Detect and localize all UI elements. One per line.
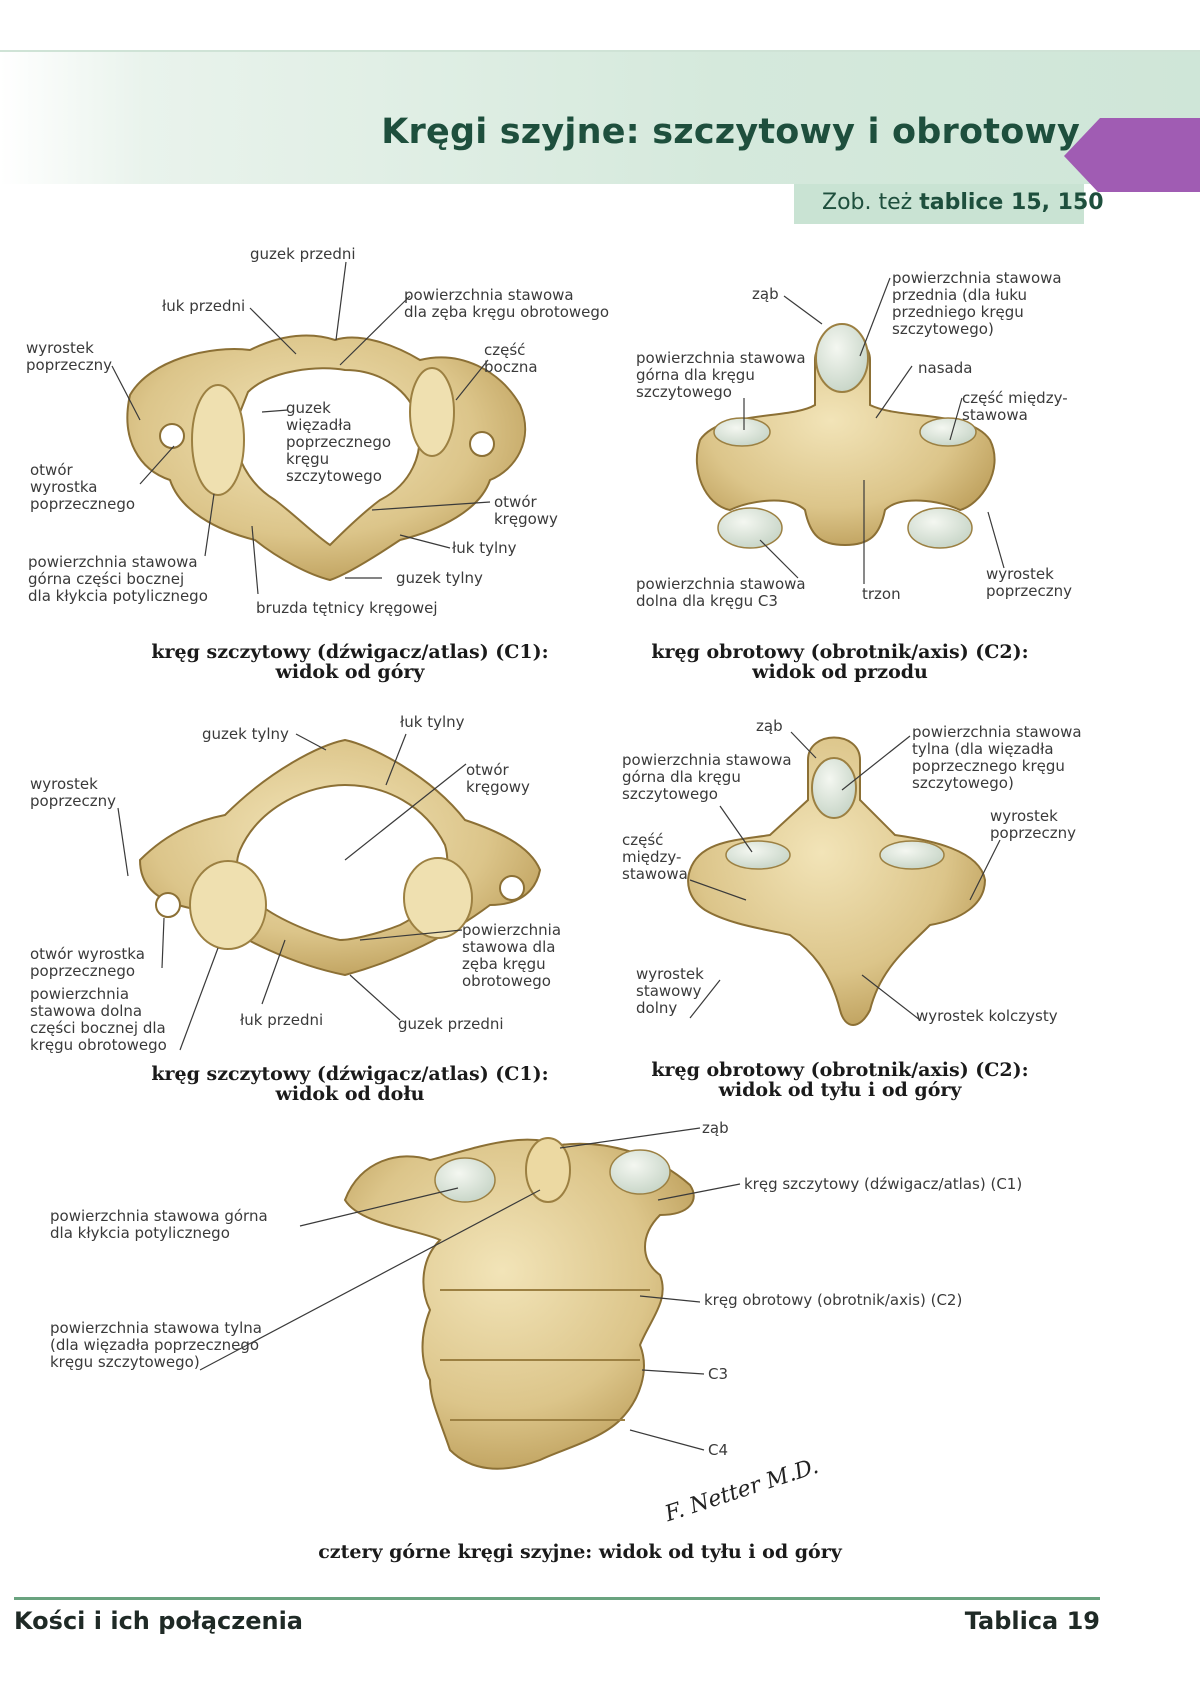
axis-front-label-nasada: nasada [918, 359, 973, 377]
axis-front-label-pow-dolna: powierzchnia stawowa dolna dla kręgu C3 [636, 575, 806, 610]
axis-front-figure [695, 323, 996, 549]
four-label-c2: kręg obrotowy (obrotnik/axis) (C2) [704, 1291, 963, 1309]
atlas-bottom-label-pow-zeba: powierzchnia stawowa dla zęba kręgu obro… [462, 921, 562, 990]
see-also-prefix: Zob. też [822, 190, 913, 215]
atlas-bottom-label-pow-dolna: powierzchnia stawowa dolna części boczne… [30, 985, 167, 1054]
four-label-c4: C4 [708, 1441, 729, 1459]
axis-front-label-trzon: trzon [862, 585, 901, 603]
atlas-top-caption: kręg szczytowy (dźwigacz/atlas) (C1): wi… [151, 641, 549, 683]
four-vertebrae-caption: cztery górne kręgi szyjne: widok od tyłu… [318, 1541, 842, 1563]
atlas-top-label-pow-gorna: powierzchnia stawowa górna części boczne… [28, 553, 208, 605]
atlas-top-label-luk-przedni: łuk przedni [162, 297, 246, 315]
header-band [0, 52, 1200, 184]
footer-section: Kości i ich połączenia [14, 1607, 303, 1635]
atlas-top-label-guzek-tylny: guzek tylny [396, 569, 483, 587]
see-also-ref[interactable]: tablice 15, 150 [919, 190, 1104, 215]
leader-lines [111, 261, 1005, 1451]
atlas-top-label-wyrostek-poprzeczny: wyrostek poprzeczny [26, 339, 112, 374]
atlas-bottom-label-luk-tylny: łuk tylny [400, 713, 465, 731]
axis-back-label-pow-tylna: powierzchnia stawowa tylna (dla więzadła… [912, 723, 1082, 792]
axis-back-caption: kręg obrotowy (obrotnik/axis) (C2): wido… [651, 1059, 1029, 1101]
header-top-line [0, 50, 1200, 53]
atlas-bottom-figure [138, 738, 542, 977]
see-also[interactable]: Zob. też tablice 15, 150 [822, 190, 1104, 215]
atlas-top-figure [126, 334, 527, 582]
four-label-pow-gorna: powierzchnia stawowa górna dla kłykcia p… [50, 1207, 268, 1242]
axis-front-label-zab: ząb [752, 285, 779, 303]
axis-back-label-kolczysty: wyrostek kolczysty [916, 1007, 1058, 1025]
four-label-zab: ząb [702, 1119, 729, 1137]
atlas-top-label-luk-tylny: łuk tylny [452, 539, 517, 557]
atlas-bottom-label-luk-przedni: łuk przedni [240, 1011, 324, 1029]
four-label-c1: kręg szczytowy (dźwigacz/atlas) (C1) [744, 1175, 1023, 1193]
four-vertebrae-figure [343, 1137, 695, 1470]
axis-back-label-wyrostek-poprzeczny: wyrostek poprzeczny [990, 807, 1076, 842]
atlas-top-label-guzek-przedni: guzek przedni [250, 245, 356, 263]
axis-back-label-pow-gorna: powierzchnia stawowa górna dla kręgu szc… [622, 751, 792, 803]
atlas-bottom-label-otwor-wyrostka: otwór wyrostka poprzecznego [30, 945, 145, 980]
purple-tab-decoration [1064, 118, 1200, 192]
atlas-bottom-label-wyrostek-poprzeczny: wyrostek poprzeczny [30, 775, 116, 810]
axis-front-label-pow-gorna: powierzchnia stawowa górna dla kręgu szc… [636, 349, 806, 401]
see-also-box [794, 184, 1084, 224]
atlas-top-label-guzek-wiezadla: guzek więzadła poprzecznego kręgu szczyt… [286, 399, 392, 485]
axis-front-label-wyrostek-poprzeczny: wyrostek poprzeczny [986, 565, 1072, 600]
footer-plate: Tablica 19 [964, 1607, 1100, 1635]
atlas-bottom-caption: kręg szczytowy (dźwigacz/atlas) (C1): wi… [151, 1063, 549, 1105]
four-label-pow-tylna: powierzchnia stawowa tylna (dla więzadła… [50, 1319, 262, 1371]
axis-back-label-wyrostek-stawowy: wyrostek stawowy dolny [636, 965, 704, 1017]
atlas-top-label-czesc-boczna: część boczna [484, 341, 538, 376]
atlas-top-label-bruzda: bruzda tętnicy kręgowej [256, 599, 438, 617]
atlas-top-label-pow-zeba: powierzchnia stawowa dla zęba kręgu obro… [404, 286, 610, 321]
axis-front-label-miedzystawowa: część między- stawowa [962, 389, 1068, 424]
axis-back-figure [687, 736, 987, 1026]
four-label-c3: C3 [708, 1365, 729, 1383]
footer-line [14, 1597, 1100, 1600]
axis-back-label-zab: ząb [756, 717, 783, 735]
atlas-bottom-label-otwor-kregowy: otwór kręgowy [466, 761, 530, 796]
axis-front-label-pow-przednia: powierzchnia stawowa przednia (dla łuku … [892, 269, 1062, 338]
axis-front-caption: kręg obrotowy (obrotnik/axis) (C2): wido… [651, 641, 1029, 683]
atlas-bottom-label-guzek-tylny: guzek tylny [202, 725, 289, 743]
page-title: Kręgi szyjne: szczytowy i obrotowy [381, 112, 1080, 152]
axis-back-label-miedzystawowa: część między- stawowa [622, 831, 688, 883]
atlas-top-label-otwor-kregowy: otwór kręgowy [494, 493, 558, 528]
atlas-top-label-otwor-wyrostka: otwór wyrostka poprzecznego [30, 461, 136, 513]
atlas-bottom-label-guzek-przedni: guzek przedni [398, 1015, 504, 1033]
